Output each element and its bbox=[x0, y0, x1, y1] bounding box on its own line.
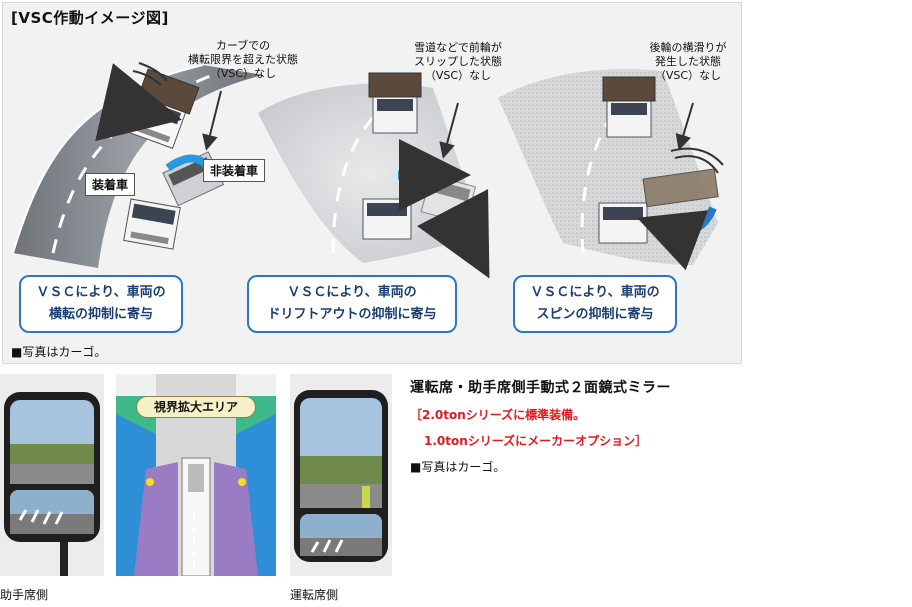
unequipped-tag: 非装着車 bbox=[203, 159, 266, 182]
scene-2-result: ＶＳＣにより、車両の ドリフトアウトの抑制に寄与 bbox=[247, 275, 457, 333]
scene-2-truck-top bbox=[368, 72, 422, 134]
scene-1-truck-bottom bbox=[123, 198, 181, 250]
scene-3-truck-spin bbox=[642, 168, 719, 208]
mirror-title: 運転席・助手席側手動式２面鏡式ミラー bbox=[410, 380, 671, 396]
scene-1-result: ＶＳＣにより、車両の 横転の抑制に寄与 bbox=[19, 275, 183, 333]
scene-3-caption: 後輪の横滑りが 発生した状態 （VSC）なし bbox=[649, 41, 727, 82]
diagram-note: ■写真はカーゴ。 bbox=[11, 345, 107, 359]
scene-1-caption: カーブでの 横転限界を超えた状態 （VSC）なし bbox=[188, 39, 298, 80]
scene-3-truck-top bbox=[602, 76, 656, 138]
scene-1-arrow-equipped bbox=[95, 63, 182, 142]
scene-3-result: ＶＳＣにより、車両の スピンの抑制に寄与 bbox=[513, 275, 677, 333]
passenger-side-label: 助手席側 bbox=[0, 588, 49, 602]
passenger-mirror-photo bbox=[0, 374, 104, 576]
equipped-tag: 装着車 bbox=[85, 173, 136, 196]
driver-mirror-photo bbox=[290, 374, 392, 576]
vsc-illustration bbox=[12, 62, 724, 279]
scene-3-arrow-spin bbox=[637, 206, 717, 271]
scene-2-arrow-drift bbox=[417, 189, 490, 279]
scene-2-pointer bbox=[439, 102, 459, 159]
driver-side-label: 運転席側 bbox=[290, 588, 339, 602]
scene-2-caption: 雪道などで前輪が スリップした状態 （VSC）なし bbox=[414, 41, 502, 82]
scene-3-truck-bottom bbox=[598, 202, 648, 244]
mirror-note: ■写真はカーゴ。 bbox=[410, 460, 506, 474]
vsc-diagram-panel: [VSC作動イメージ図] bbox=[2, 2, 742, 364]
diagram-title: [VSC作動イメージ図] bbox=[11, 9, 169, 27]
mirror-spec-line-1: ［2.0tonシリーズに標準装備。 bbox=[410, 408, 586, 422]
scene-1-pointer bbox=[202, 90, 222, 151]
scene-3-pointer bbox=[675, 102, 694, 151]
scene-2-truck-bottom bbox=[362, 198, 412, 240]
view-area-label: 視界拡大エリア bbox=[136, 396, 256, 418]
mirror-spec-line-2: 1.0tonシリーズにメーカーオプション］ bbox=[424, 434, 648, 448]
